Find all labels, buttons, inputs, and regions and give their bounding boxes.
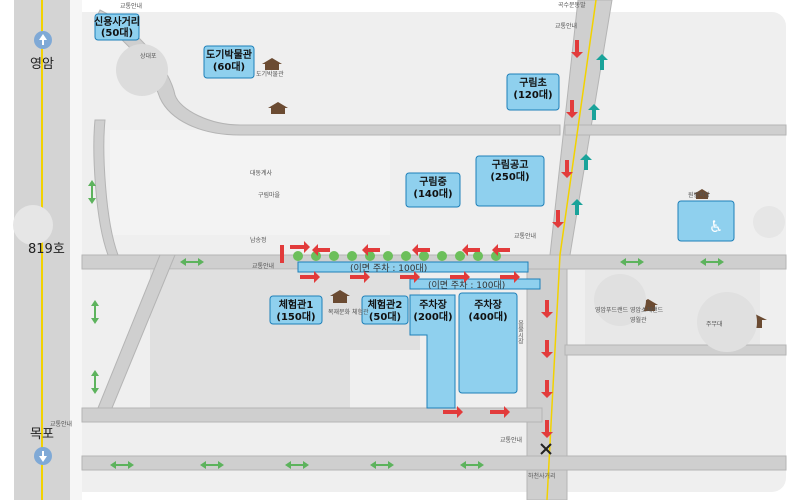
east-circle [753, 206, 785, 238]
sangdaepo-circle [116, 44, 168, 96]
label-mokjae: 목재문화 체험관 [328, 308, 369, 316]
traffic-label-1: 교통안내 [120, 2, 142, 10]
label-jumudae: 주무대 [706, 320, 723, 328]
lot-park400-name: 주차장 [474, 298, 502, 311]
street-parking-1-label: (이면 주차 : 100대) [350, 262, 427, 274]
traffic-label-6: 교통안내 [500, 436, 522, 444]
lot-gurimgonggo[interactable]: 구림공고 (250대) [475, 155, 545, 207]
tree-row [293, 251, 501, 261]
road-network [81, 0, 787, 500]
built-area [150, 270, 420, 410]
center-line [546, 0, 597, 500]
traffic-label-3: 교통안내 [514, 232, 536, 240]
lot-gurimjung-name: 구림중 [419, 176, 447, 188]
lot-exp1-name: 체험관1 [279, 298, 314, 311]
label-yeongam-hall: 영월관 [630, 316, 647, 324]
lot-gurimjung[interactable]: 구림중 (140대) [405, 172, 461, 208]
label-taedonggyesa: 대동계사 [250, 169, 273, 177]
wheelchair-icon: ♿ [709, 217, 723, 236]
label-sangdaepo: 상대포 [140, 52, 157, 60]
label-food-land: 영암푸드랜드 영암소재랜드 [595, 306, 664, 314]
side-mid-label: 819호 [28, 242, 65, 257]
street-parking-1: (이면 주차 : 100대) [297, 261, 529, 274]
food-land-circle [594, 274, 646, 326]
side-bottom-label: 목포 [30, 427, 54, 442]
lot-park400[interactable]: 주차장 (400대) [458, 292, 518, 394]
lot-dogi-count: (60대) [213, 60, 245, 73]
lot-exp2-count: (50대) [369, 310, 401, 323]
road-closed-icon [540, 443, 552, 455]
lot-gurimgonggo-name: 구림공고 [492, 159, 529, 171]
label-namsongjeong: 남송정 [250, 236, 267, 244]
traffic-label-5: 교통안내 [50, 420, 72, 428]
traffic-label-2: 교통안내 [555, 22, 577, 30]
street-parking-2-label: (이면 주차 : 100대) [428, 279, 505, 291]
lot-sinyong[interactable]: 신용사거리 (50대) [94, 13, 140, 41]
lot-park200[interactable]: 주차장 (200대) [409, 294, 456, 409]
left-highway [14, 0, 82, 500]
lot-gurimcho-name: 구림초 [519, 76, 547, 89]
lot-gurimcho[interactable]: 구림초 (120대) [506, 73, 560, 111]
label-dogi-museum: 도기박물관 [256, 70, 284, 78]
traffic-flow-arrows [280, 40, 583, 438]
traffic-label-4: 교통안내 [252, 262, 274, 270]
label-hwachon: 하천사거리 [528, 472, 556, 480]
label-yongmul-market: 용물시장 [517, 320, 524, 344]
lot-exp1-count: (150대) [276, 310, 315, 323]
lot-sinyong-count: (50대) [101, 26, 133, 39]
route-circle [13, 205, 53, 245]
lot-sinyong-name: 신용사거리 [94, 15, 140, 28]
lot-dogi[interactable]: 도기박물관 (60대) [203, 45, 255, 79]
lot-gurimjung-count: (140대) [413, 187, 452, 200]
main-stage-circle [697, 292, 757, 352]
side-top-label: 영암 [30, 57, 54, 72]
disabled-parking-sign: ♿ [677, 200, 735, 242]
lot-dogi-name: 도기박물관 [206, 48, 253, 61]
label-gurim-village: 구림마을 [258, 191, 281, 199]
lot-exp2[interactable]: 체험관2 (50대) [361, 295, 409, 325]
label-wonhak: 원림학당 [688, 191, 711, 199]
lot-exp1[interactable]: 체험관1 (150대) [269, 295, 323, 325]
lot-gurimcho-count: (120대) [513, 88, 552, 101]
two-way-arrows [88, 180, 724, 469]
lot-gurimgonggo-count: (250대) [490, 170, 529, 183]
lot-exp2-name: 체험관2 [368, 298, 403, 311]
lot-park200-count: (200대) [413, 310, 452, 323]
village-area [110, 130, 390, 235]
outbound-arrows [571, 54, 608, 215]
lot-park400-count: (400대) [468, 310, 507, 323]
lot-park200-name: 주차장 [419, 298, 447, 311]
street-parking-2: (이면 주차 : 100대) [409, 278, 541, 291]
label-gwasu: 곡수문동발 [558, 1, 586, 9]
